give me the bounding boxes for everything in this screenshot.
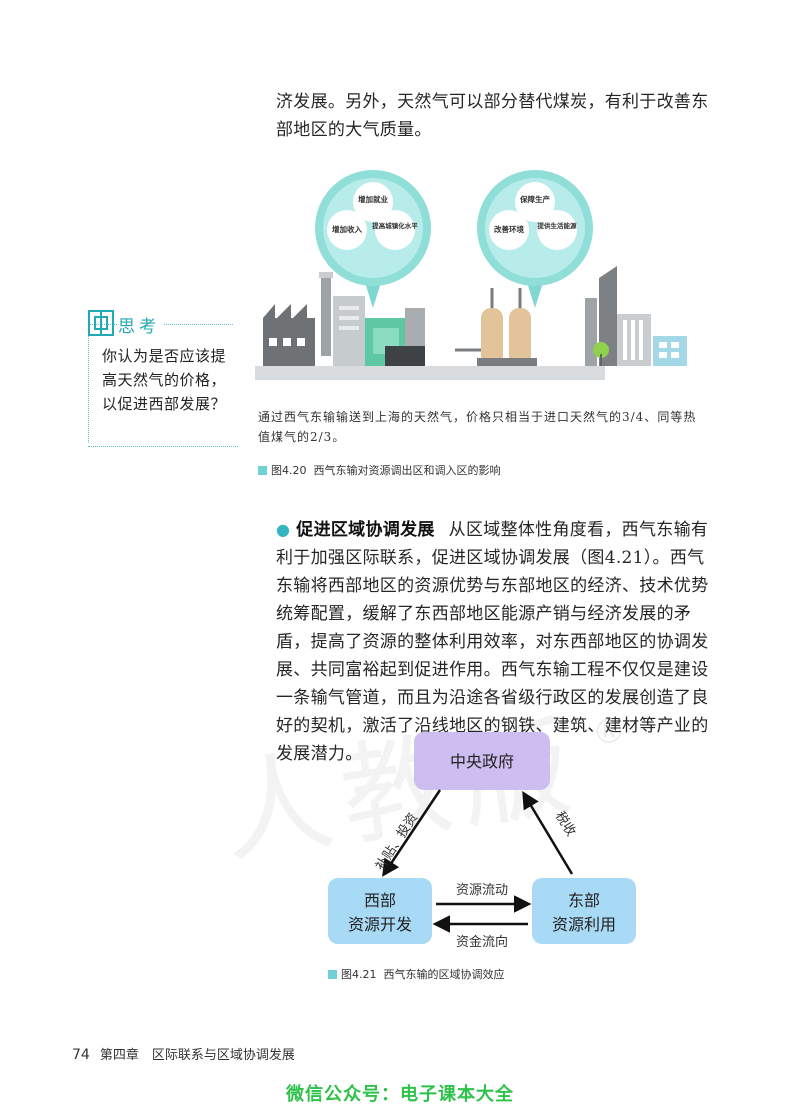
figure-4-20-caption: 图4.20 西气东输对资源调出区和调入区的影响 xyxy=(258,462,501,478)
think-box-divider xyxy=(88,446,238,447)
central-government-label: 中央政府 xyxy=(450,752,514,771)
resource-flow-label: 资源流动 xyxy=(456,883,508,898)
caption-number: 图4.20 xyxy=(271,464,307,477)
figure-4-20-illustration: 增加就业 增加收入 提高城镇化水平 保障生产 改善环境 提供生活能源 xyxy=(255,170,687,380)
bullet-icon: ● xyxy=(276,520,291,539)
think-title: 思考 xyxy=(118,312,164,337)
left-bubble-label-2: 增加收入 xyxy=(332,224,362,234)
caption-marker-icon xyxy=(258,466,267,475)
central-government-box xyxy=(414,732,550,790)
main-paragraph-body: 从区域整体性角度看，西气东输有利于加强区际联系，促进区域协调发展（图4.21）。… xyxy=(276,520,709,764)
top-paragraph: 济发展。另外，天然气可以部分替代煤炭，有利于改善东部地区的大气质量。 xyxy=(276,92,709,140)
east-box xyxy=(532,878,636,944)
figure-4-20-note: 通过西气东输输送到上海的天然气，价格只相当于进口天然气的3/4、同等热值煤气的2… xyxy=(258,410,697,444)
think-box: 思考 你认为是否应该提高天然气的价格，以促进西部发展？ xyxy=(88,308,234,443)
west-box-label-1: 西部 xyxy=(364,891,396,910)
figure-4-21-caption: 图4.21 西气东输的区域协调效应 xyxy=(328,966,505,982)
tax-arrow xyxy=(522,790,574,875)
left-bubble-label-1: 增加就业 xyxy=(358,194,388,204)
caption-text: 西气东输对资源调出区和调入区的影响 xyxy=(313,464,501,477)
left-bubble-label-3: 提高城镇化水平 xyxy=(372,221,418,230)
right-bubble-label-2: 改善环境 xyxy=(494,224,524,234)
capital-flow-label: 资金流向 xyxy=(456,934,508,950)
think-icon xyxy=(88,310,114,336)
west-box xyxy=(328,878,432,944)
caption-number: 图4.21 xyxy=(341,968,377,981)
west-box-label-2: 资源开发 xyxy=(348,915,412,934)
page-number: 74 xyxy=(72,1047,90,1063)
subsidy-label: 补贴、投资 xyxy=(372,810,421,873)
east-box-label-2: 资源利用 xyxy=(552,915,616,934)
chapter-title: 第四章 区际联系与区域协调发展 xyxy=(99,1048,295,1063)
right-bubble-label-1: 保障生产 xyxy=(519,194,550,204)
main-paragraph: ● 促进区域协调发展从区域整体性角度看，西气东输有利于加强区际联系，促进区域协调发… xyxy=(276,516,716,768)
watermark-registered-mark: ® xyxy=(592,712,626,752)
caption-text: 西气东输的区域协调效应 xyxy=(383,968,505,981)
right-bubble-label-3: 提供生活能源 xyxy=(538,221,578,230)
east-box-label-1: 东部 xyxy=(568,891,600,910)
caption-marker-icon xyxy=(328,970,337,979)
figure-4-21-diagram: 中央政府 西部 资源开发 东部 资源利用 补贴、投资 税收 资源流动 资金流向 xyxy=(328,732,636,950)
wechat-banner: 微信公众号：电子课本大全 xyxy=(286,1084,514,1105)
section-heading: 促进区域协调发展 xyxy=(296,520,435,540)
think-text: 你认为是否应该提高天然气的价格，以促进西部发展？ xyxy=(102,347,227,413)
subsidy-arrow xyxy=(382,789,442,877)
tax-label: 税收 xyxy=(552,809,579,839)
page-footer: 74 第四章 区际联系与区域协调发展 xyxy=(72,1044,295,1063)
